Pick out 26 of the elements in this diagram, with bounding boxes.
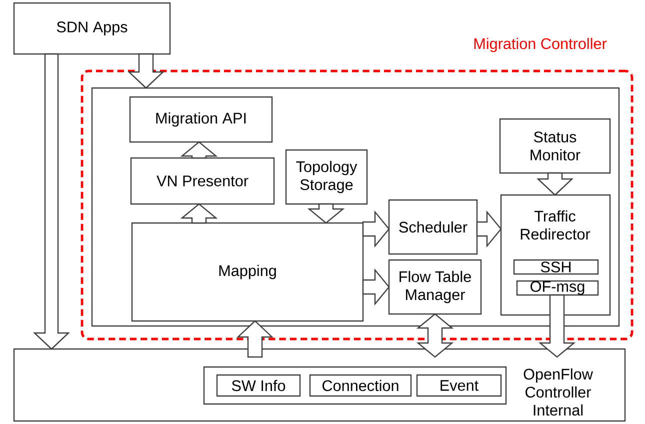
block-arrow — [536, 172, 574, 196]
component-box: VN Presentor — [130, 157, 275, 205]
block-arrow — [307, 203, 345, 224]
component-box: Migration API — [129, 96, 273, 143]
block-arrow — [362, 268, 390, 306]
block-arrow — [416, 313, 454, 358]
block-arrow — [476, 210, 502, 248]
block-arrow — [180, 203, 218, 224]
protocol-box: OF-msg — [516, 280, 599, 296]
component-box: Flow Table Manager — [388, 259, 482, 315]
component-box: Topology Storage — [285, 149, 368, 205]
component-box: Event — [416, 374, 502, 397]
region-heading: Migration Controller — [474, 38, 607, 52]
component-box: Scheduler — [388, 199, 478, 255]
block-arrow — [236, 320, 274, 358]
block-arrow — [33, 53, 70, 350]
component-box: Connection — [309, 374, 412, 397]
block-arrow — [180, 141, 218, 159]
block-arrow — [538, 294, 576, 358]
component-box: Mapping — [131, 222, 364, 322]
block-arrow — [128, 53, 165, 89]
component-box: Status Monitor — [499, 118, 611, 174]
protocol-box: SSH — [513, 259, 599, 275]
block-arrow — [362, 210, 390, 248]
component-box: SW Info — [216, 374, 301, 397]
component-box: SDN Apps — [13, 2, 171, 55]
